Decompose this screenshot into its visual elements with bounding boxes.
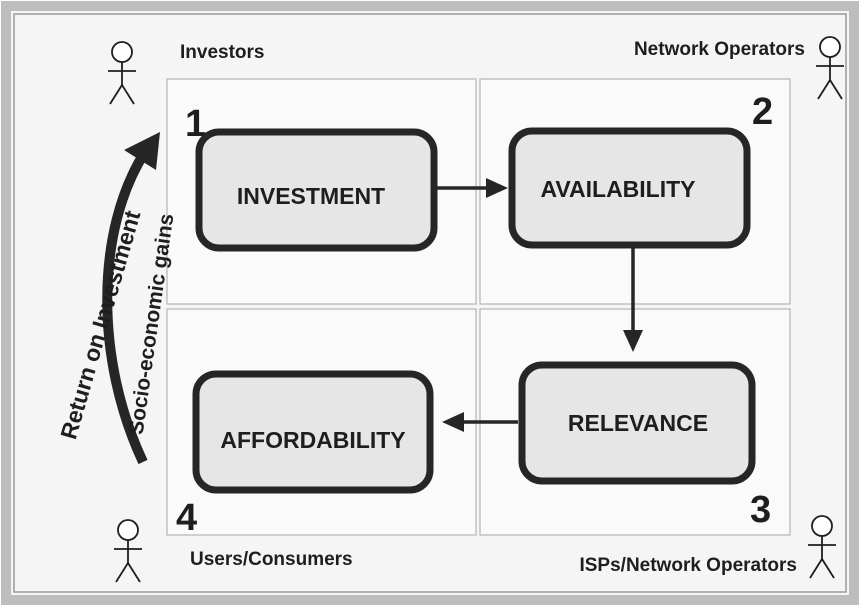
relevance-label: RELEVANCE: [568, 410, 708, 436]
feedback-curved-arrow: [102, 132, 160, 465]
relevance-box: RELEVANCE: [518, 361, 756, 485]
role-label-users-consumers: Users/Consumers: [190, 549, 353, 570]
inner-frame-line: [13, 13, 847, 593]
availability-label: AVAILABILITY: [540, 176, 695, 202]
role-label-isps-network-operators: ISPs/Network Operators: [579, 555, 797, 576]
isp-stick-figure-icon: [808, 515, 836, 579]
investor-stick-figure-icon: [108, 41, 136, 105]
arrow-availability-to-relevance: [623, 248, 643, 352]
role-label-investors: Investors: [180, 42, 264, 63]
user-stick-figure-icon: [114, 519, 142, 583]
availability-box: AVAILABILITY: [508, 127, 751, 249]
investment-box: INVESTMENT: [195, 128, 438, 252]
role-label-network-operators: Network Operators: [634, 39, 805, 60]
quadrant-number-2: 2: [752, 91, 773, 133]
investment-label: INVESTMENT: [237, 183, 385, 209]
quadrant-number-3: 3: [750, 489, 771, 531]
quadrant-number-4: 4: [176, 497, 197, 539]
affordability-label: AFFORDABILITY: [220, 427, 405, 453]
network-operator-stick-figure-icon: [816, 36, 844, 100]
arrow-relevance-to-affordability: [442, 412, 518, 432]
quadrant-number-1: 1: [185, 103, 206, 145]
arrow-investment-to-availability: [434, 178, 508, 198]
affordability-box: AFFORDABILITY: [192, 370, 434, 494]
